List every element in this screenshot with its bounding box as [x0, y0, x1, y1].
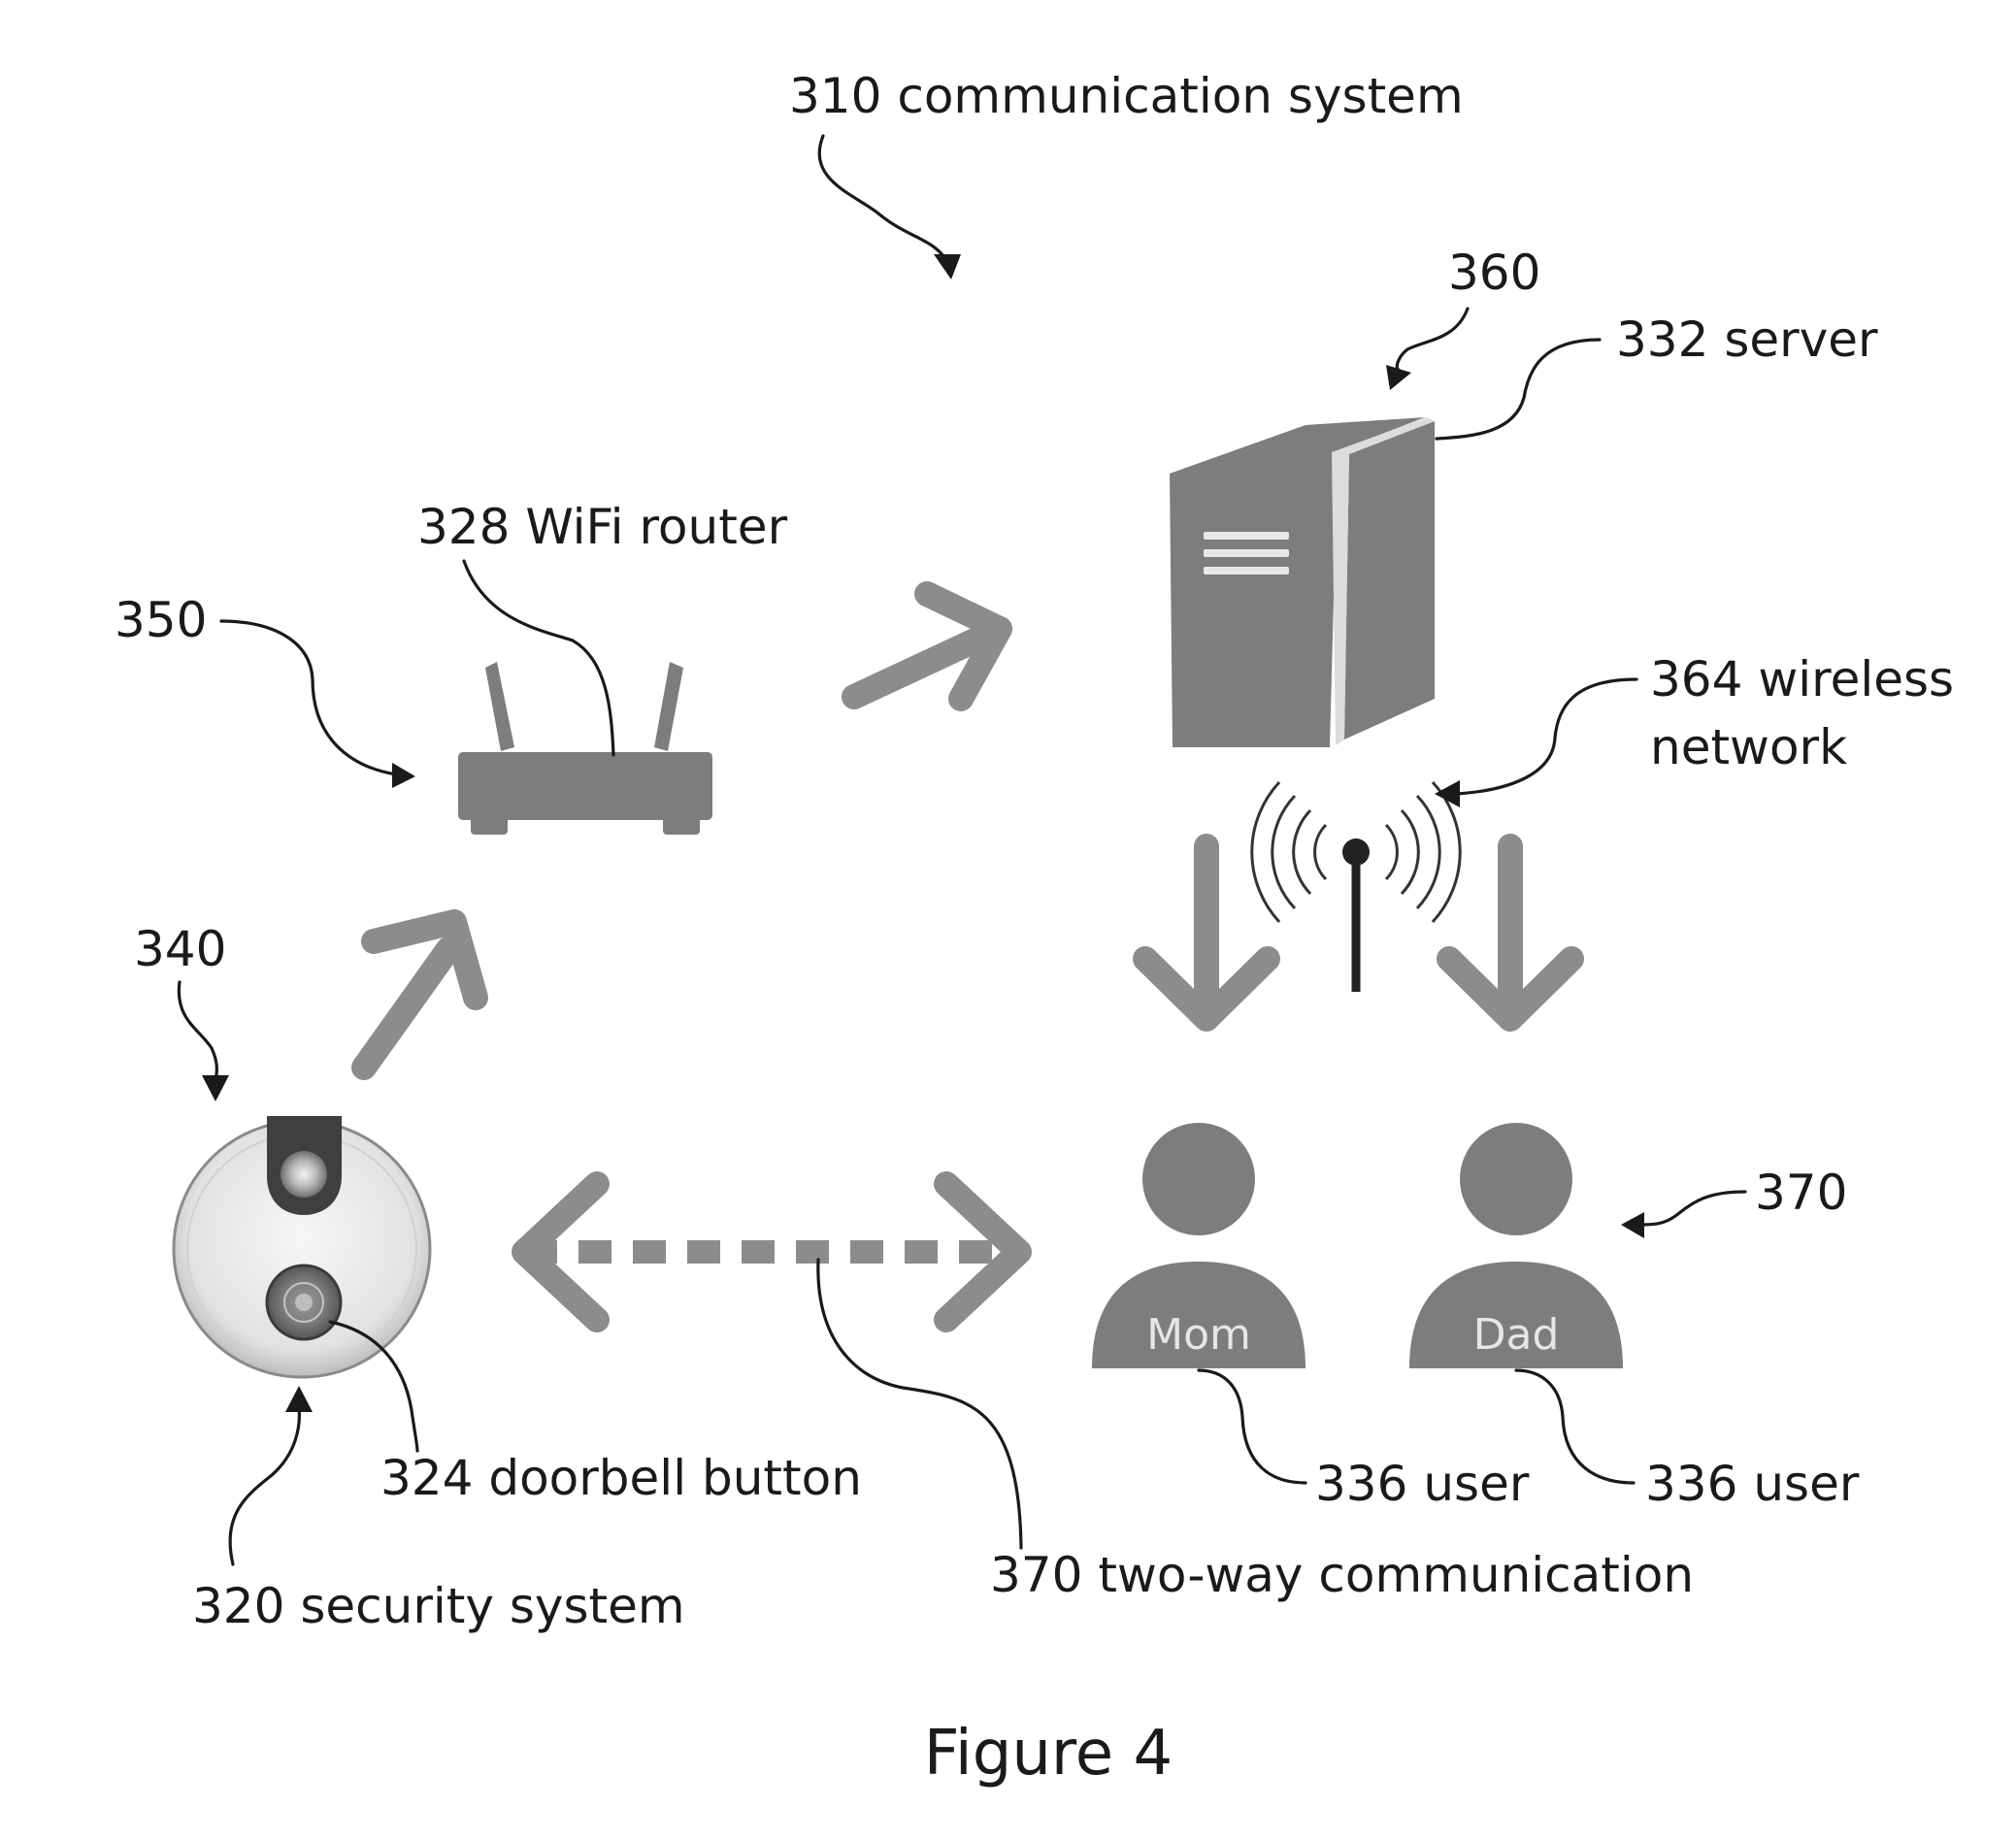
- two-way-communication-arrow: [524, 1184, 1019, 1320]
- user-left-leader: [1199, 1370, 1305, 1483]
- ref-340-leader: [179, 982, 216, 1079]
- doorbell-button-label: 324 doorbell button: [380, 1450, 862, 1506]
- ref-370-leader: [1642, 1192, 1745, 1225]
- server-label: 332 server: [1616, 312, 1878, 368]
- security-system-label: 320 security system: [192, 1578, 685, 1634]
- doorbell-device-icon: [174, 1116, 430, 1377]
- figure-caption: Figure 4: [924, 1718, 1173, 1790]
- user-right-label: 336 user: [1645, 1456, 1860, 1512]
- server-to-mom-arrow: [1145, 846, 1268, 1019]
- user-right-leader: [1516, 1370, 1634, 1483]
- ref-340-arrowhead: [202, 1075, 229, 1101]
- wireless-label-line2: network: [1650, 719, 1847, 775]
- ref-370-arrowhead: [1621, 1212, 1644, 1238]
- communication-system-arrowhead: [934, 254, 961, 279]
- router-label: 328 WiFi router: [417, 499, 788, 555]
- server-icon: [1170, 417, 1435, 747]
- user-mom-name: Mom: [1146, 1310, 1251, 1360]
- two-way-label: 370 two-way communication: [990, 1547, 1694, 1603]
- security-system-arrowhead: [285, 1386, 313, 1412]
- ref-360-label: 360: [1448, 245, 1540, 301]
- ref-340-label: 340: [134, 921, 226, 977]
- ref-350-label: 350: [115, 592, 207, 648]
- ref-350-leader: [221, 621, 396, 774]
- server-leader: [1437, 340, 1600, 439]
- wifi-router-icon: [458, 662, 712, 835]
- router-to-server-arrow: [854, 594, 1000, 699]
- ref-370-label: 370: [1755, 1165, 1847, 1221]
- communication-system-label: 310 communication system: [789, 68, 1464, 124]
- security-system-leader: [230, 1407, 299, 1564]
- communication-system-leader: [819, 136, 946, 260]
- user-dad-name: Dad: [1473, 1310, 1560, 1360]
- doorbell-to-router-arrow: [364, 922, 476, 1068]
- router-leader: [464, 561, 613, 755]
- ref-350-arrowhead: [392, 763, 415, 788]
- wireless-leader: [1456, 679, 1636, 794]
- wireless-antenna-icon: [1252, 782, 1460, 992]
- wireless-label-line1: 364 wireless: [1650, 651, 1954, 707]
- ref-360-leader: [1397, 309, 1468, 369]
- user-left-label: 336 user: [1315, 1456, 1530, 1512]
- server-to-dad-arrow: [1449, 846, 1571, 1019]
